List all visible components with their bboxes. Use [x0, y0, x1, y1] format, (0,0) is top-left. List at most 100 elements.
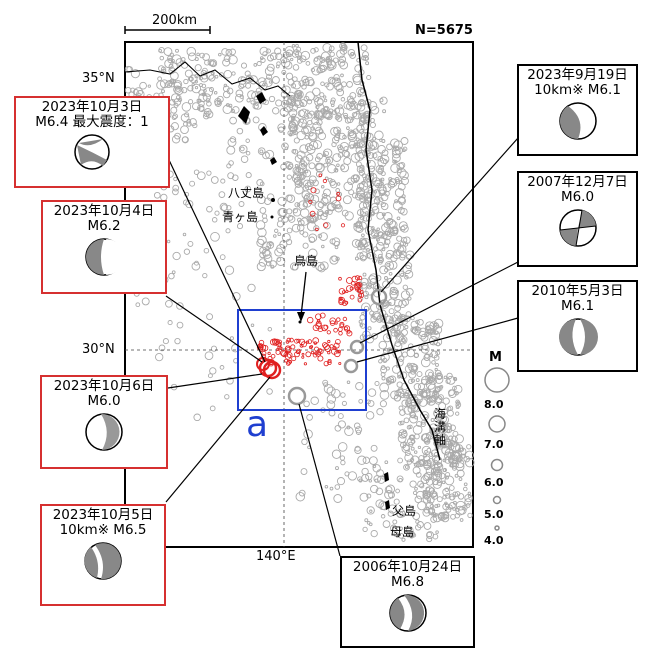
beachball-icon [388, 594, 427, 632]
earthquake-marker [244, 70, 251, 77]
earthquake-marker [394, 188, 405, 198]
earthquake-marker [291, 149, 297, 154]
mechanism-box-2023-10-05: 2023年10月5日 10km※ M6.5 [40, 504, 166, 606]
earthquake-marker [397, 434, 407, 443]
earthquake-marker [406, 526, 414, 534]
earthquake-marker [382, 357, 388, 363]
earthquake-marker [257, 147, 266, 156]
earthquake-marker [371, 177, 381, 187]
recent-earthquake-marker [288, 359, 293, 364]
earthquake-marker [247, 90, 257, 100]
earthquake-marker [457, 493, 465, 500]
earthquake-marker [223, 55, 231, 62]
earthquake-marker [436, 462, 443, 468]
recent-earthquake-marker [345, 289, 349, 293]
island-hahajima [385, 500, 390, 510]
earthquake-marker [260, 57, 266, 63]
earthquake-marker [424, 449, 428, 454]
earthquake-marker [396, 324, 405, 332]
earthquake-marker [276, 257, 282, 262]
earthquake-marker [210, 231, 220, 242]
earthquake-marker [401, 399, 409, 407]
earthquake-marker [208, 74, 216, 82]
label-trench-axis: 海溝軸 [434, 407, 447, 447]
earthquake-marker [380, 371, 386, 377]
earthquake-marker [280, 163, 287, 171]
earthquake-marker [354, 64, 363, 73]
mechanism-date: 2023年10月5日 [52, 507, 154, 523]
earthquake-marker [168, 64, 174, 70]
earthquake-marker [444, 422, 453, 430]
earthquake-marker [339, 47, 348, 55]
earthquake-marker [245, 138, 250, 143]
earthquake-marker [370, 529, 378, 538]
earthquake-marker [310, 126, 315, 131]
earthquake-marker [296, 55, 302, 61]
recent-earthquake-marker [312, 337, 320, 344]
earthquake-marker [375, 241, 385, 251]
earthquake-marker [379, 390, 390, 400]
recent-earthquake-marker [323, 222, 329, 228]
earthquake-marker [398, 161, 406, 169]
earthquake-marker [166, 239, 171, 244]
earthquake-marker [383, 302, 387, 307]
earthquake-marker [377, 256, 385, 264]
earthquake-marker [376, 211, 385, 220]
earthquake-marker [398, 179, 403, 185]
recent-earthquake-marker [319, 312, 326, 319]
earthquake-marker [333, 73, 340, 81]
earthquake-marker [400, 176, 409, 186]
recent-earthquake-marker [314, 346, 319, 352]
earthquake-marker [372, 151, 383, 161]
earthquake-marker [173, 176, 178, 182]
earthquake-marker [406, 459, 412, 465]
earthquake-marker [430, 472, 438, 480]
earthquake-marker [301, 126, 309, 135]
recent-earthquake-marker [296, 338, 301, 343]
earthquake-marker [405, 254, 412, 260]
earthquake-marker [297, 93, 303, 99]
earthquake-marker [371, 332, 378, 340]
earthquake-marker [438, 472, 446, 480]
earthquake-marker [441, 445, 451, 455]
earthquake-marker [366, 506, 375, 515]
earthquake-marker [269, 260, 277, 268]
earthquake-marker [428, 508, 434, 514]
earthquake-marker [314, 126, 323, 135]
earthquake-marker [337, 104, 343, 110]
earthquake-marker [433, 318, 444, 329]
earthquake-marker [308, 214, 318, 224]
earthquake-marker [337, 420, 346, 429]
earthquake-marker [293, 137, 300, 144]
earthquake-marker [222, 104, 233, 115]
earthquake-marker [396, 167, 402, 174]
earthquake-marker [194, 260, 199, 266]
earthquake-marker [139, 81, 147, 90]
earthquake-marker [265, 245, 270, 250]
earthquake-marker [366, 493, 372, 499]
event-2007-12-07 [349, 339, 365, 355]
earthquake-marker [362, 272, 367, 277]
recent-earthquake-marker [270, 353, 276, 359]
earthquake-marker [351, 238, 361, 248]
earthquake-marker [439, 415, 448, 423]
beachball-icon [74, 134, 110, 170]
earthquake-marker [355, 161, 362, 168]
earthquake-marker [169, 78, 176, 85]
earthquake-marker [240, 62, 248, 69]
earthquake-marker [334, 484, 341, 490]
earthquake-marker [224, 265, 235, 275]
earthquake-marker [446, 372, 453, 380]
earthquake-marker [375, 499, 385, 509]
earthquake-marker [463, 482, 468, 487]
earthquake-marker [181, 102, 192, 112]
earthquake-marker [174, 337, 181, 345]
earthquake-marker [343, 112, 349, 118]
earthquake-marker [336, 129, 341, 134]
earthquake-marker [194, 85, 199, 90]
earthquake-marker [354, 446, 362, 454]
earthquake-marker [203, 110, 210, 118]
earthquake-marker [357, 295, 364, 302]
legend-label-7: 7.0 [484, 438, 504, 451]
earthquake-marker [289, 124, 298, 132]
